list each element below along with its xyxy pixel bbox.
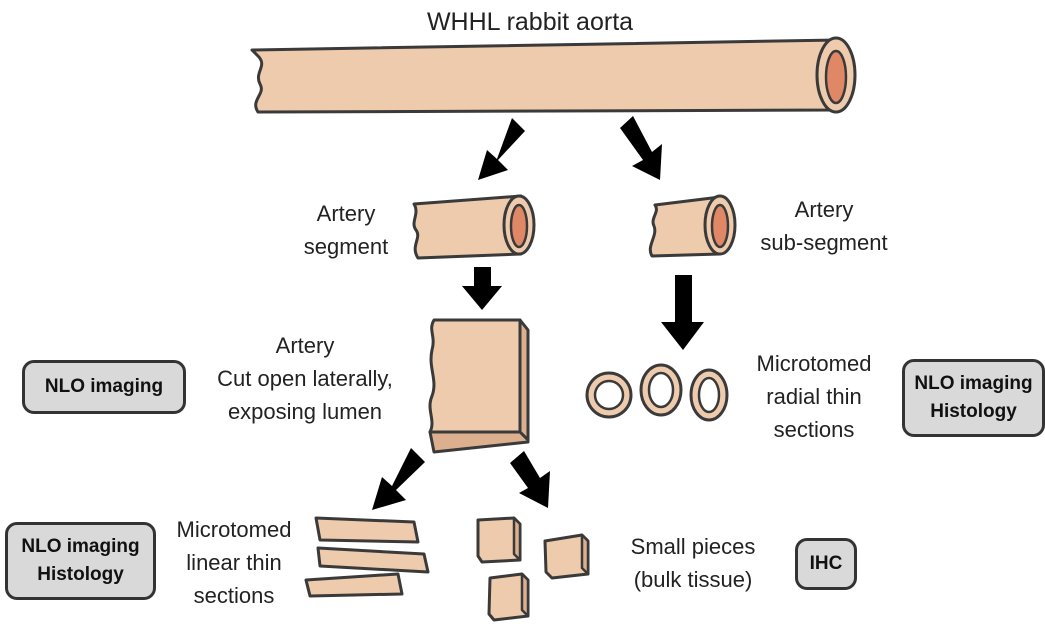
label-line: Artery (290, 197, 402, 230)
artery-segment-illustration (414, 196, 534, 258)
radial-sections-illustration (587, 365, 727, 420)
arrow-to-linear-sections (372, 448, 425, 510)
artery-subsegment-illustration (650, 196, 735, 256)
label-line: segment (290, 230, 402, 263)
label-line: sections (738, 413, 890, 446)
box-line: NLO imaging (21, 533, 139, 561)
label-line: radial thin (738, 380, 890, 413)
label-line: Small pieces (610, 530, 776, 563)
nlo-histology-box-bottom-left: NLO imaging Histology (5, 522, 156, 600)
linear-sections-illustration (306, 518, 428, 596)
label-line: sub-segment (742, 226, 906, 259)
small-pieces-label: Small pieces (bulk tissue) (610, 530, 776, 596)
aorta-illustration (252, 38, 855, 112)
cut-open-artery-illustration (430, 320, 528, 452)
artery-cut-open-label: Artery Cut open laterally, exposing lume… (196, 329, 414, 428)
box-line: NLO imaging (45, 373, 163, 401)
artery-subsegment-label: Artery sub-segment (742, 193, 906, 259)
box-line: Histology (930, 398, 1017, 426)
artery-segment-label: Artery segment (290, 197, 402, 263)
box-line: NLO imaging (914, 370, 1032, 398)
label-line: sections (160, 579, 308, 612)
nlo-histology-box-right: NLO imaging Histology (902, 359, 1045, 437)
arrow-to-segment (478, 118, 525, 180)
label-line: Cut open laterally, (196, 362, 414, 395)
box-line: IHC (810, 550, 843, 578)
arrow-to-small-pieces (510, 451, 550, 508)
label-line: Artery (742, 193, 906, 226)
title-text: WHHL rabbit aorta (427, 8, 633, 36)
diagram-title: WHHL rabbit aorta (380, 4, 680, 40)
linear-sections-label: Microtomed linear thin sections (160, 513, 308, 612)
label-line: Microtomed (160, 513, 308, 546)
label-line: (bulk tissue) (610, 563, 776, 596)
box-line: Histology (37, 561, 124, 589)
label-line: Microtomed (738, 347, 890, 380)
label-line: Artery (196, 329, 414, 362)
ihc-box: IHC (795, 538, 857, 590)
small-pieces-illustration (478, 518, 588, 620)
arrow-to-radial-sections (661, 275, 704, 350)
label-line: linear thin (160, 546, 308, 579)
nlo-imaging-box: NLO imaging (22, 360, 186, 414)
arrow-to-subsegment (620, 116, 662, 180)
label-line: exposing lumen (196, 395, 414, 428)
arrow-to-cut-open (462, 267, 502, 310)
radial-sections-label: Microtomed radial thin sections (738, 347, 890, 446)
